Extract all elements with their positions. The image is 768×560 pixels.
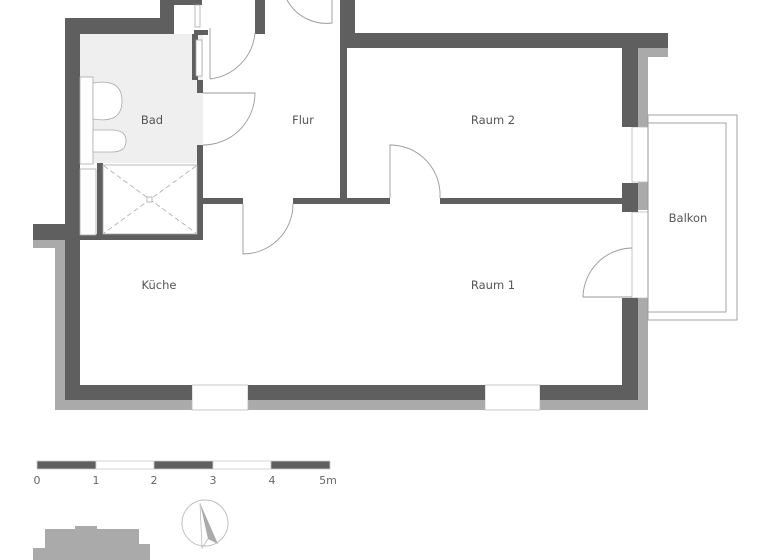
- toilet-icon: [92, 129, 127, 153]
- scale-tick-label: 3: [209, 474, 217, 487]
- scale-tick-label: 4: [268, 474, 276, 487]
- door-top: [286, 0, 333, 24]
- door-kueche: [242, 203, 294, 255]
- building-site-plan-icon: [33, 526, 150, 560]
- room-label-balkon: Balkon: [668, 211, 708, 225]
- door-balkon: [582, 247, 633, 298]
- door-abstr: [209, 28, 256, 80]
- bath-fixtures: [79, 4, 203, 236]
- door-bad: [202, 92, 256, 146]
- shelf: [79, 168, 97, 236]
- balcony-outline: [647, 114, 738, 321]
- windows: [191, 126, 649, 411]
- door-raum2: [389, 144, 441, 199]
- room-label-flur: Flur: [292, 113, 314, 127]
- doors: [202, 0, 633, 298]
- room-label-kueche: Küche: [141, 278, 177, 292]
- room-label-bad: Bad: [140, 113, 164, 127]
- scale-tick-label: 0: [33, 474, 41, 487]
- north-arrow-icon: [181, 499, 229, 550]
- scale-tick-label: 1: [92, 474, 100, 487]
- walls: [33, 0, 668, 400]
- bath-counter: [79, 76, 94, 165]
- room-label-raum2: Raum 2: [470, 113, 516, 127]
- exterior-insulation: [33, 48, 668, 410]
- scale-bar: [36, 460, 331, 470]
- scale-tick-label: 5m: [319, 474, 337, 487]
- sink-icon: [92, 81, 123, 121]
- room-label-raum1: Raum 1: [470, 278, 516, 292]
- scale-tick-label: 2: [150, 474, 158, 487]
